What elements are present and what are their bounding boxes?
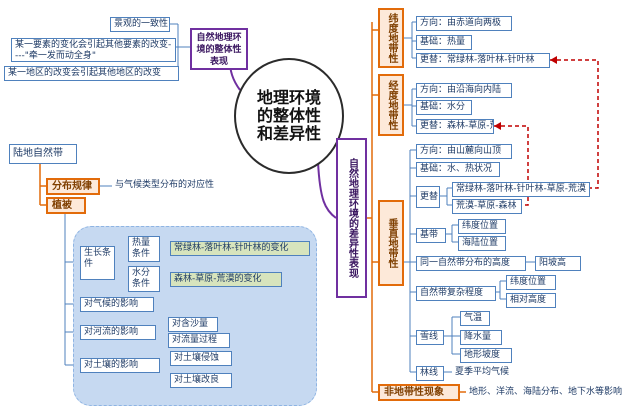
baseband-latitude: 纬度位置: [458, 219, 506, 234]
vert-direction: 方向：由山麓向山顶: [416, 144, 512, 159]
vert-change: 更替: [416, 186, 440, 208]
vert-snowline: 雪线: [416, 330, 444, 345]
left-main-integrity: 自然地理环境的整体性表现: [190, 28, 248, 70]
soil-effect: 对土壤的影响: [80, 358, 160, 373]
soil-item-erosion: 对土壤侵蚀: [170, 351, 232, 366]
same-zone-note: 阳坡高: [535, 256, 581, 271]
vert-change-item-1: 常绿林-落叶林-针叶林-草原-荒漠: [452, 182, 590, 197]
lon-basis: 基础：水分: [416, 100, 472, 115]
left-item-landscape: 景观的一致性: [110, 17, 170, 32]
vert-complexity: 自然带复杂程度: [416, 286, 496, 301]
complexity-relative-height: 相对高度: [506, 293, 556, 308]
heat-condition: 热量条件: [128, 236, 160, 262]
lat-basis: 基础：热量: [416, 35, 472, 50]
distribution-note: 与气候类型分布的对应性: [112, 179, 230, 192]
river-item-sediment: 对含沙量: [168, 317, 218, 332]
left-item-region-change: 某一地区的改变会引起其他地区的改变: [4, 66, 179, 81]
left-item-element-change: 某一要素的变化会引起其他要素的改变----"牵一发而动全身": [11, 38, 176, 62]
latitudinal-zonality: 纬度地带性: [378, 8, 404, 68]
center-title: 地理环境的整体性和差异性: [234, 58, 344, 174]
snowline-slope: 地形坡度: [460, 348, 512, 363]
water-note: 森林-草原-荒漠的变化: [170, 272, 282, 287]
complexity-latitude: 纬度位置: [506, 275, 556, 290]
river-item-flow: 对流量过程: [168, 333, 230, 348]
vert-same-zone: 同一自然带分布的高度: [416, 256, 526, 271]
snowline-temp: 气温: [460, 311, 490, 326]
snowline-precip: 降水量: [460, 330, 502, 345]
growth-conditions: 生长条件: [80, 246, 115, 280]
right-main-difference: 自然地理环境的差异性表现: [336, 138, 367, 298]
longitudinal-zonality: 经度地带性: [378, 74, 404, 136]
vert-basis: 基础：水、热状况: [416, 162, 500, 177]
soil-item-improve: 对土壤改良: [170, 373, 232, 388]
azonal-phenomenon: 非地带性现象: [378, 384, 460, 401]
river-effect: 对河流的影响: [80, 325, 156, 340]
vegetation-node: 植被: [46, 197, 86, 214]
vertical-zonality: 垂直地带性: [378, 200, 404, 286]
lon-direction: 方向：由沿海向内陆: [416, 83, 512, 98]
lon-change: 更替：森林-草原-荒漠: [416, 119, 494, 134]
vert-baseband: 基带: [416, 228, 446, 243]
heat-note: 常绿林-落叶林-针叶林的变化: [170, 241, 310, 256]
vert-change-item-2: 荒漠-草原-森林: [452, 199, 522, 214]
lat-change: 更替：常绿林-落叶林-针叶林: [416, 53, 550, 68]
lat-direction: 方向：由赤道向两极: [416, 16, 512, 31]
root-land-zone: 陆地自然带: [9, 144, 77, 164]
water-condition: 水分条件: [128, 266, 160, 292]
vert-treeline: 林线: [416, 366, 444, 381]
baseband-landsea: 海陆位置: [458, 236, 506, 251]
distribution-rule: 分布规律: [46, 178, 100, 195]
climate-effect: 对气候的影响: [80, 297, 154, 312]
azonal-note: 地形、洋流、海陆分布、地下水等影响: [466, 386, 636, 399]
treeline-note: 夏季平均气候: [452, 366, 524, 379]
